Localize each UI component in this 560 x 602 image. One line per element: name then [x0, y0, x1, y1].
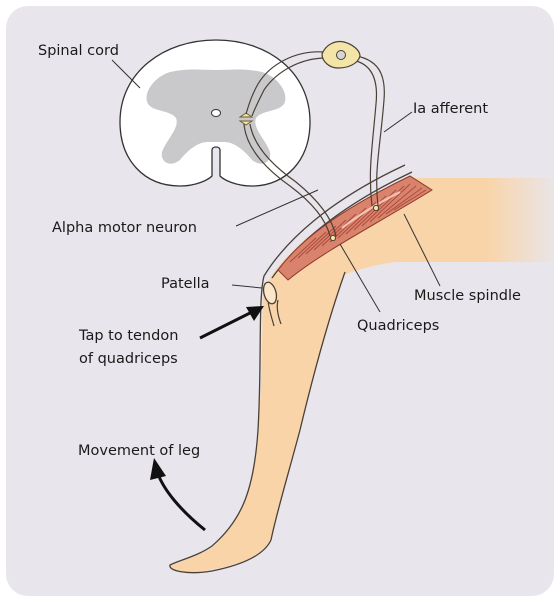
- label-spinal-cord: Spinal cord: [38, 43, 119, 59]
- label-quadriceps: Quadriceps: [357, 318, 439, 334]
- ganglion-cell-body: [337, 51, 346, 60]
- label-patella: Patella: [161, 276, 210, 292]
- label-tap-line-1: Tap to tendon: [78, 328, 178, 344]
- central-canal: [212, 110, 221, 117]
- label-muscle-spindle: Muscle spindle: [414, 288, 521, 304]
- label-ia-afferent: Ia afferent: [413, 101, 488, 117]
- label-tap-line-2: of quadriceps: [79, 351, 178, 367]
- motor-endplate: [330, 235, 335, 240]
- label-alpha-motor-neuron: Alpha motor neuron: [52, 220, 197, 236]
- spindle-ending: [373, 205, 378, 210]
- label-movement: Movement of leg: [78, 443, 200, 459]
